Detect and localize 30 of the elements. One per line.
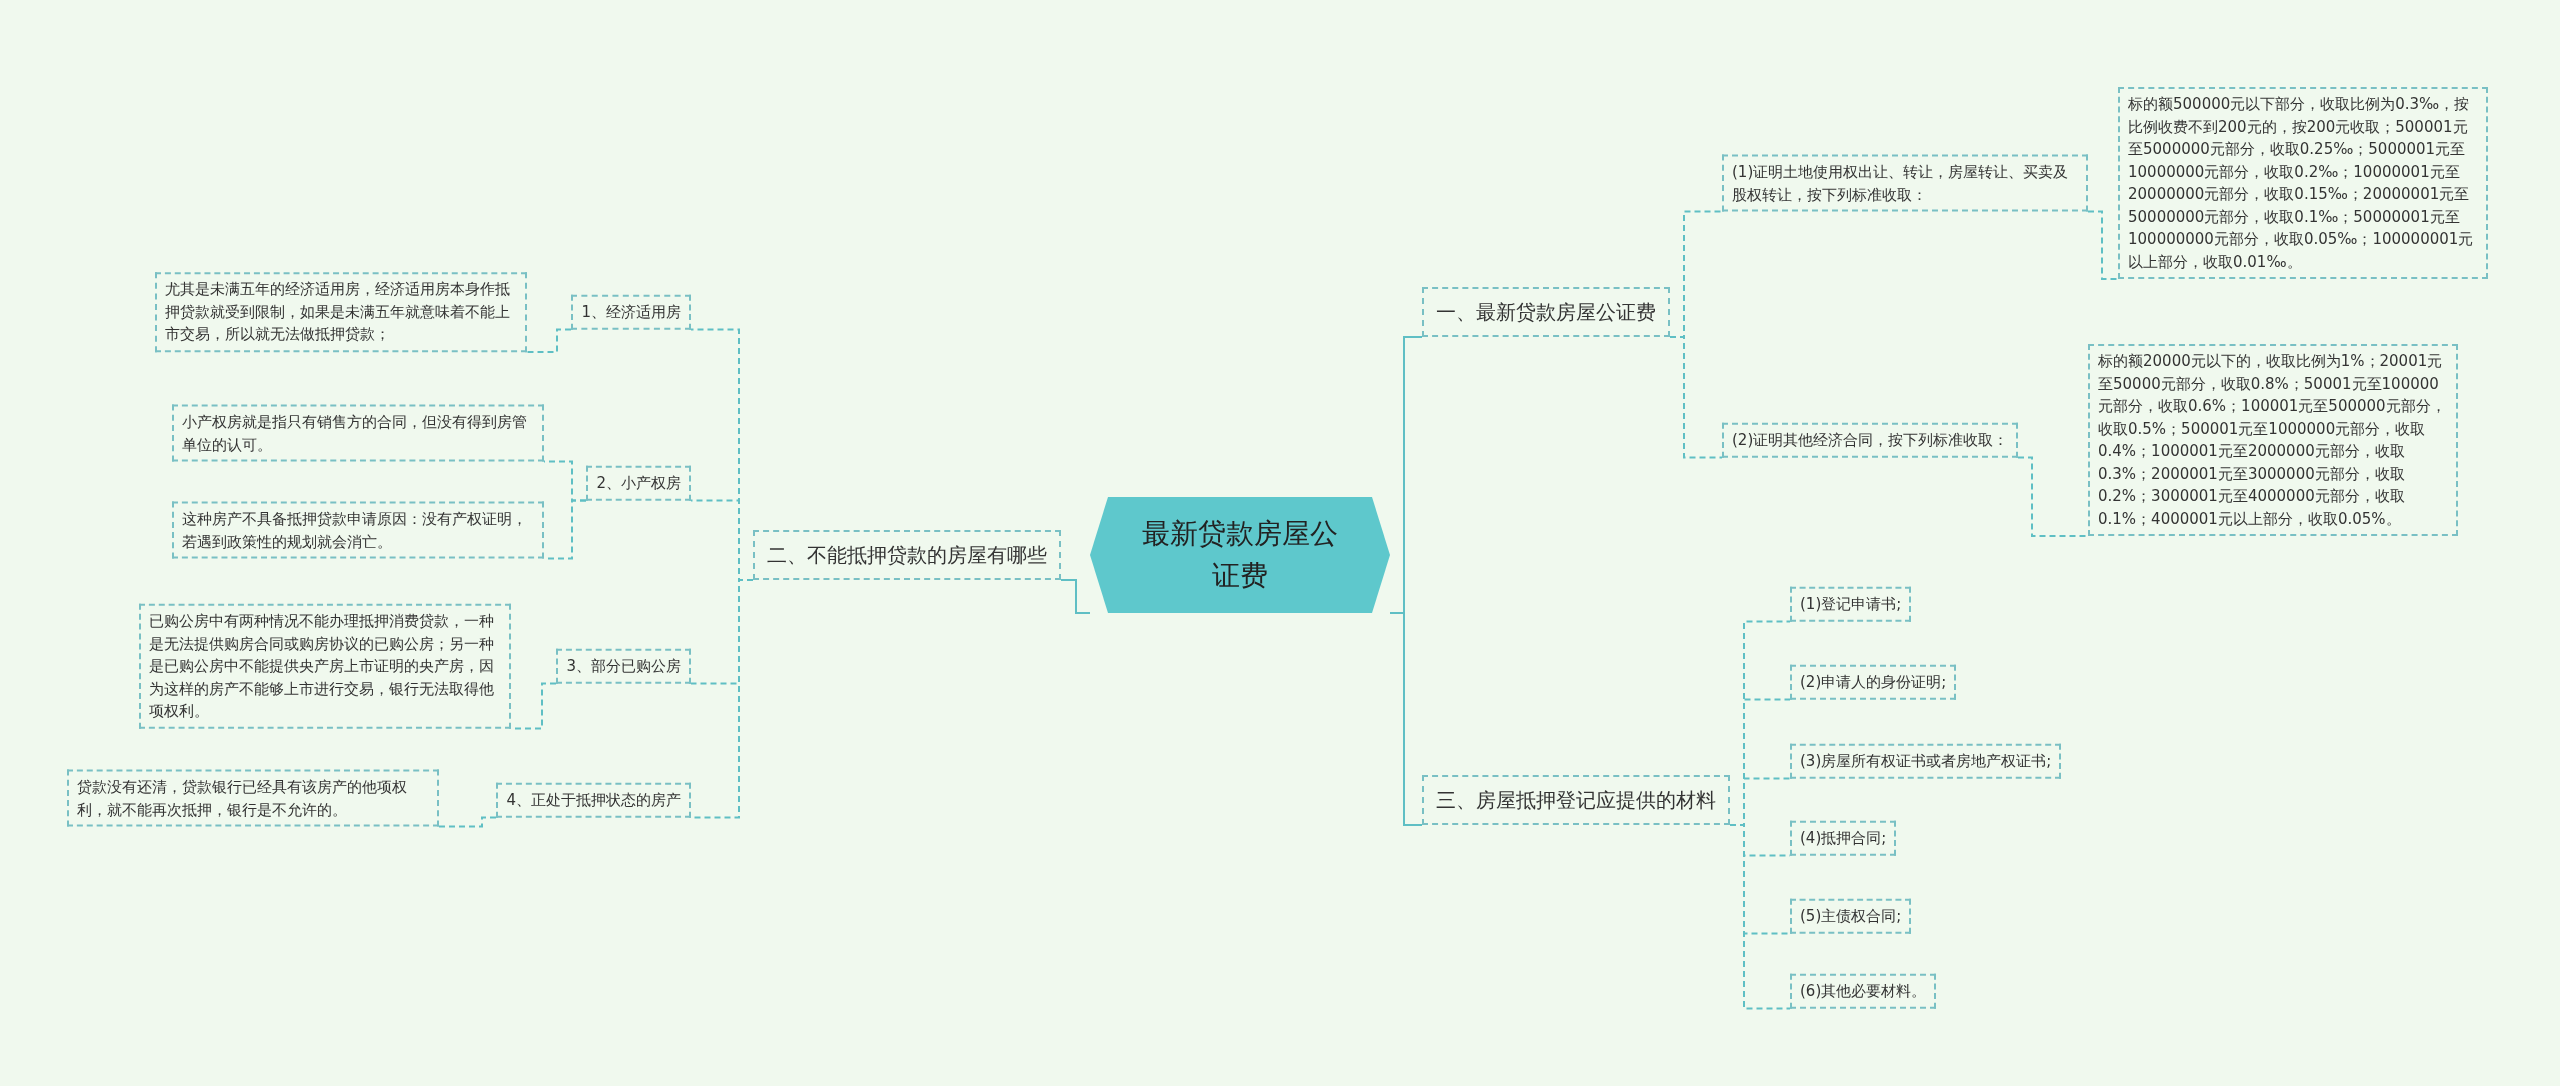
subtopic-box: 贷款没有还清，贷款银行已经具有该房产的他项权利，就不能再次抵押，银行是不允许的。 bbox=[67, 769, 439, 827]
subtopic-box: (5)主债权合同; bbox=[1790, 898, 1912, 934]
connector-line bbox=[526, 328, 572, 353]
subtopic-box: (2)申请人的身份证明; bbox=[1790, 664, 1957, 700]
connector-line bbox=[438, 816, 497, 828]
subtopic-box: 1、经济适用房 bbox=[571, 294, 691, 330]
connector-line bbox=[2087, 210, 2119, 280]
connector-line bbox=[1669, 336, 1723, 459]
branch-topic: 二、不能抵押贷款的房屋有哪些 bbox=[753, 530, 1061, 580]
subtopic-box: 小产权房就是指只有销售方的合同，但没有得到房管单位的认可。 bbox=[172, 404, 544, 462]
subtopic-box: (4)抵押合同; bbox=[1790, 820, 1897, 856]
subtopic-box: (3)房屋所有权证书或者房地产权证书; bbox=[1790, 743, 2062, 779]
subtopic-box: 标的额20000元以下的，收取比例为1%；20001元至50000元部分，收取0.8%；50001元至100000元部分，收取0.6%；100001元至500000元部分，收取0.5%；500001元至1000000元部分，收取0.4%；1000001元至2000000元部分，收取0.3%；2000001元至3000000元部分，收取0.2%；3000001元至4000000元部分，收取0.1%；4000001元以上部分，收取0.05%。 bbox=[2088, 344, 2458, 536]
branch-topic: 一、最新贷款房屋公证费 bbox=[1422, 287, 1670, 337]
subtopic-box: 2、小产权房 bbox=[586, 465, 691, 501]
subtopic-box: (1)证明土地使用权出让、转让，房屋转让、买卖及股权转让，按下列标准收取： bbox=[1722, 154, 2088, 212]
branch-topic: 三、房屋抵押登记应提供的材料 bbox=[1422, 775, 1730, 825]
subtopic-box: (6)其他必要材料。 bbox=[1790, 973, 1937, 1009]
subtopic-box: 这种房产不具备抵押贷款申请原因：没有产权证明，若遇到政策性的规划就会消亡。 bbox=[172, 501, 544, 559]
subtopic-box: 标的额500000元以下部分，收取比例为0.3‰，按比例收费不到200元的，按200元收取；500001元至5000000元部分，收取0.25‰；5000001元至10000000元部分，收取0.2‰；10000001元至20000000元部分，收取0.15‰；20000001元至50000000元部分，收取0.1‰；50000001元至100000000元部分，收取0.05‰；100000001元以上部分，收取0.01‰。 bbox=[2118, 87, 2488, 279]
subtopic-box: 3、部分已购公房 bbox=[556, 648, 691, 684]
central-topic: 最新贷款房屋公证费 bbox=[1090, 497, 1390, 613]
connector-line bbox=[2017, 456, 2089, 537]
subtopic-box: 尤其是未满五年的经济适用房，经济适用房本身作抵押贷款就受到限制，如果是未满五年就意味着不能上市交易，所以就无法做抵押贷款； bbox=[155, 272, 527, 352]
subtopic-box: (2)证明其他经济合同，按下列标准收取： bbox=[1722, 422, 2019, 458]
connector-line bbox=[1060, 579, 1091, 614]
subtopic-box: 4、正处于抵押状态的房产 bbox=[496, 782, 691, 818]
subtopic-box: 已购公房中有两种情况不能办理抵押消费贷款，一种是无法提供购房合同或购房协议的已购公房；另一种是已购公房中不能提供央产房上市证明的央产房，因为这样的房产不能够上市进行交易，银行无法取得他项权利。 bbox=[139, 603, 511, 729]
connector-line bbox=[1729, 824, 1791, 1010]
subtopic-box: (1)登记申请书; bbox=[1790, 586, 1912, 622]
